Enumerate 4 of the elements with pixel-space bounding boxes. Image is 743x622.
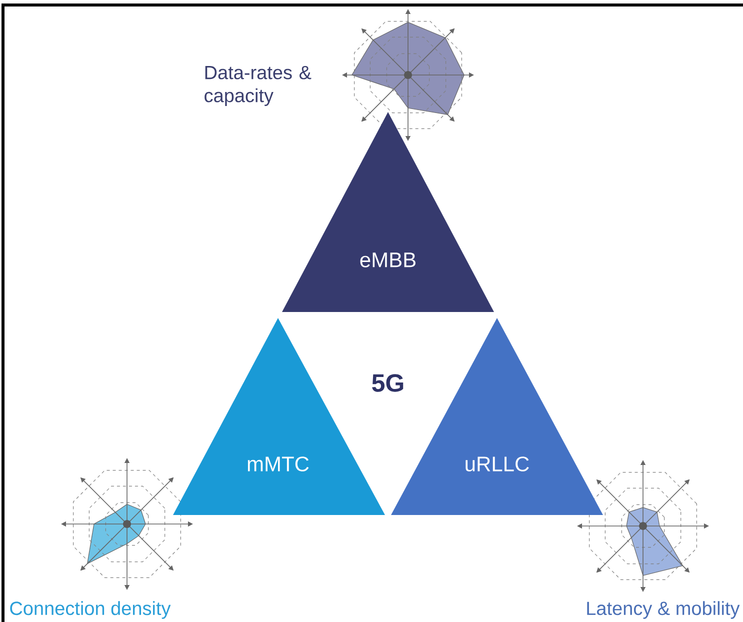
caption-label: Latency & mobility (587, 601, 740, 619)
triangle: eMBB (282, 112, 494, 312)
caption-label: Connection density (10, 601, 171, 619)
caption-label: Data-rates & capacity (204, 66, 312, 106)
